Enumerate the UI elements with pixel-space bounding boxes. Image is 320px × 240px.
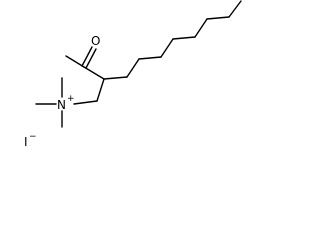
chain-bond-4 — [160, 38, 174, 58]
carbonyl-alpha-bond — [83, 66, 105, 80]
chain-bond-6 — [194, 18, 208, 38]
chain-bond-5 — [172, 36, 196, 40]
acetyl-methyl-bond — [65, 55, 85, 68]
chain-bond-7 — [206, 16, 230, 20]
iodide-charge-label: − — [29, 132, 37, 142]
alpha-ch2-bond — [96, 78, 105, 102]
chain-bond-8 — [228, 0, 242, 18]
oxygen-label: O — [91, 34, 100, 48]
iodide-label: I — [24, 135, 28, 149]
chain-bond-2 — [126, 58, 140, 78]
carbonyl-bond-2 — [85, 48, 97, 69]
ch2-nitrogen-bond — [73, 100, 98, 105]
carbonyl-bond-1 — [81, 46, 93, 67]
nitrogen-charge-label: + — [67, 94, 75, 104]
nitrogen-label: N — [57, 98, 66, 112]
chain-bond-1 — [103, 76, 128, 80]
chain-bond-3 — [138, 56, 162, 60]
molecule-structure: O N + I − — [24, 0, 242, 149]
